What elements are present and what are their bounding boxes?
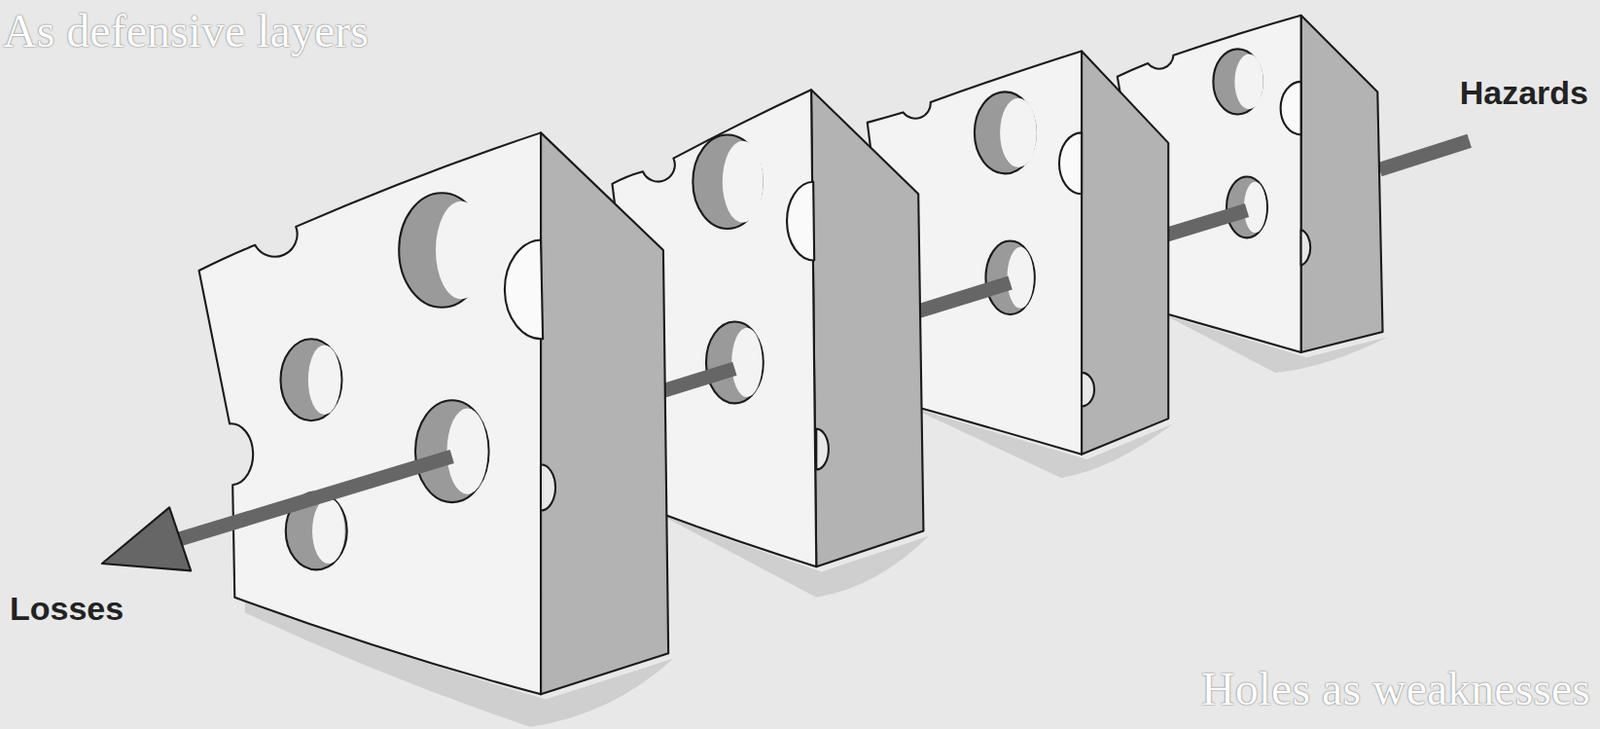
label-holder: Holes as weaknesses <box>1201 661 1591 715</box>
caption-note: Holes as weaknesses <box>1201 661 1591 715</box>
label-holder: Losses <box>9 589 124 628</box>
hazard-arrow-tail <box>1379 141 1469 170</box>
hazard-arrow-shaft <box>179 456 453 539</box>
cheese-slice <box>199 132 670 694</box>
label-holder: Hazards <box>1459 73 1589 112</box>
flow-label: Hazards <box>1459 73 1589 112</box>
arrow-head <box>102 506 191 570</box>
flow-label: Losses <box>9 589 124 628</box>
caption-note: As defensive layers <box>2 3 369 58</box>
label-holder: As defensive layers <box>2 3 369 58</box>
